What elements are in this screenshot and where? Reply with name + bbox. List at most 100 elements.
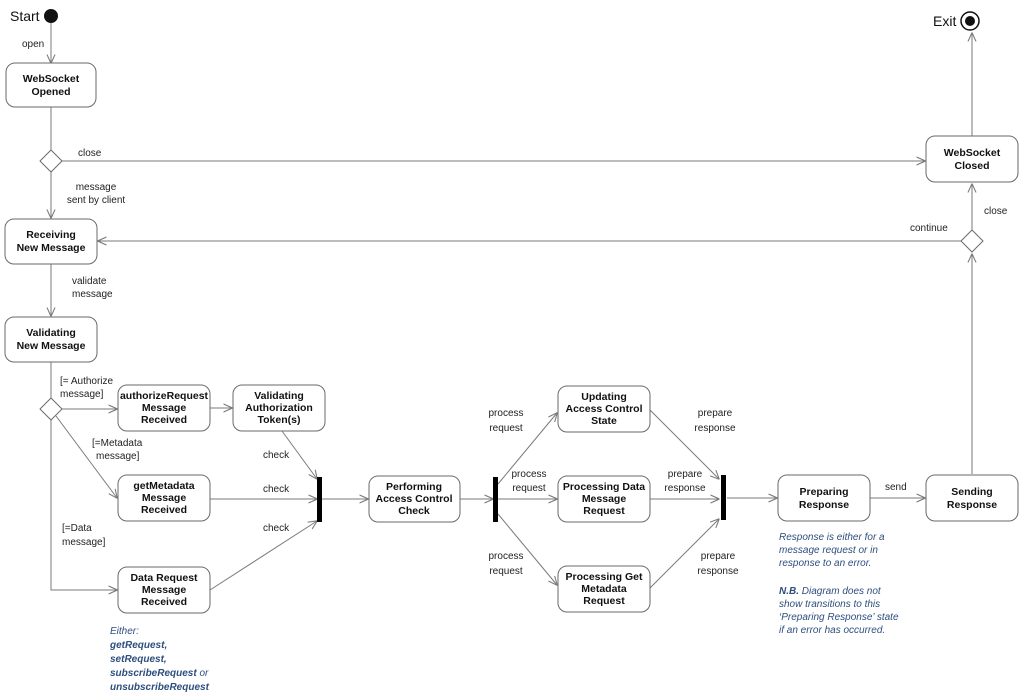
svg-text:Access Control: Access Control (565, 403, 642, 415)
svg-text:Response: Response (947, 499, 997, 511)
svg-text:unsubscribeRequest: unsubscribeRequest (110, 682, 210, 693)
svg-text:Token(s): Token(s) (258, 414, 301, 426)
state-processing-data-message-request: Processing Data Message Request (557, 475, 651, 523)
edge-process-1 (497, 413, 557, 485)
state-sending-response: Sending Response (925, 474, 1019, 522)
svg-text:N.B. Diagram does not: N.B. Diagram does not (779, 586, 882, 597)
label-prepare-3-line1: prepare (701, 551, 736, 562)
label-authorize-guard-line1: [= Authorize (60, 376, 114, 387)
decision-close-or-message (39, 149, 63, 173)
label-prepare-2-line1: prepare (668, 469, 703, 480)
start-node (44, 9, 58, 23)
svg-text:Receiving: Receiving (26, 229, 76, 241)
label-validate-line1: validate (72, 276, 107, 287)
svg-text:Received: Received (141, 596, 187, 608)
state-performing-access-control-check: Performing Access Control Check (368, 475, 461, 523)
svg-text:Response is either for a: Response is either for a (779, 532, 885, 543)
svg-text:Processing Get: Processing Get (565, 571, 643, 583)
label-process-3-line1: process (488, 551, 523, 562)
svg-text:getMetadata: getMetadata (133, 480, 194, 492)
label-data-guard-line1: [=Data (62, 523, 92, 534)
svg-text:New Message: New Message (17, 340, 86, 352)
edge-metadata (55, 415, 117, 498)
state-validating-new-message: Validating New Message (4, 316, 98, 363)
svg-text:Request: Request (583, 505, 625, 517)
label-message-line2: sent by client (67, 195, 126, 206)
svg-text:if an error has occurred.: if an error has occurred. (779, 625, 885, 636)
label-send: send (885, 482, 907, 493)
svg-text:State: State (591, 415, 617, 427)
fork-bar-process (493, 477, 498, 522)
label-data-guard-line2: message] (62, 537, 106, 548)
note-preparing-response: Response is either for a message request… (779, 532, 899, 636)
svg-text:show transitions to this: show transitions to this (779, 599, 880, 610)
note-data-request-types: Either: getRequest, setRequest, subscrib… (109, 626, 210, 693)
label-check-3: check (263, 523, 290, 534)
label-validate-line2: message (72, 289, 113, 300)
svg-text:authorizeRequest: authorizeRequest (120, 390, 209, 402)
state-websocket-opened: WebSocket Opened (5, 62, 97, 108)
svg-text:setRequest,: setRequest, (110, 654, 167, 665)
label-process-1-line2: request (489, 423, 523, 434)
svg-text:Request: Request (583, 595, 625, 607)
edge-process-3 (497, 513, 557, 585)
svg-text:Response: Response (799, 499, 849, 511)
svg-text:Metadata: Metadata (581, 583, 627, 595)
label-metadata-guard-line1: [=Metadata (92, 438, 143, 449)
svg-text:WebSocket: WebSocket (23, 73, 80, 85)
svg-text:Authorization: Authorization (245, 402, 313, 414)
svg-text:message request or in: message request or in (779, 545, 878, 556)
svg-text:Check: Check (398, 505, 430, 517)
state-updating-access-control-state: Updating Access Control State (557, 385, 651, 433)
svg-text:Processing Data: Processing Data (563, 481, 645, 493)
svg-text:Opened: Opened (31, 86, 70, 98)
decision-message-type (39, 397, 63, 421)
svg-text:WebSocket: WebSocket (944, 147, 1001, 159)
svg-text:Validating: Validating (254, 390, 304, 402)
svg-text:Updating: Updating (581, 391, 627, 403)
edge-data (50, 420, 117, 590)
state-preparing-response: Preparing Response (777, 474, 871, 522)
join-bar-prepare (721, 475, 726, 520)
edge-prepare-1 (649, 409, 719, 479)
svg-text:Access Control: Access Control (375, 493, 452, 505)
label-authorize-guard-line2: message] (60, 389, 104, 400)
label-continue: continue (910, 223, 948, 234)
state-validating-authorization-tokens: Validating Authorization Token(s) (232, 384, 326, 432)
svg-text:Message: Message (582, 493, 627, 505)
svg-text:Closed: Closed (954, 160, 989, 172)
edge-check-1 (281, 430, 317, 479)
edge-prepare-3 (649, 519, 719, 589)
state-data-request-received: Data Request Message Received (117, 566, 211, 614)
edge-check-3 (209, 521, 317, 591)
svg-text:Data Request: Data Request (130, 572, 198, 584)
state-receiving-new-message: Receiving New Message (4, 218, 98, 265)
label-message-line1: message (76, 182, 117, 193)
label-check-2: check (263, 484, 290, 495)
label-process-2-line2: request (512, 483, 546, 494)
label-process-1-line1: process (488, 408, 523, 419)
label-process-3-line2: request (489, 566, 523, 577)
decision-continue-or-close (960, 229, 984, 253)
svg-text:Message: Message (142, 492, 187, 504)
start-label: Start (10, 8, 40, 24)
svg-text:Either:: Either: (110, 626, 139, 637)
svg-text:Performing: Performing (386, 481, 442, 493)
state-processing-get-metadata-request: Processing Get Metadata Request (557, 565, 651, 613)
svg-text:getRequest,: getRequest, (109, 640, 167, 651)
svg-text:Received: Received (141, 414, 187, 426)
label-prepare-1-line1: prepare (698, 408, 733, 419)
label-check-1: check (263, 450, 290, 461)
svg-text:Preparing: Preparing (799, 486, 848, 498)
state-websocket-closed: WebSocket Closed (925, 135, 1019, 183)
label-metadata-guard-line2: message] (96, 451, 140, 462)
label-close-top: close (78, 148, 102, 159)
label-prepare-1-line2: response (694, 423, 736, 434)
label-process-2-line1: process (511, 469, 546, 480)
state-getmetadata-received: getMetadata Message Received (117, 474, 211, 522)
label-open: open (22, 39, 44, 50)
svg-text:response to an error.: response to an error. (779, 558, 871, 569)
svg-text:Message: Message (142, 402, 187, 414)
state-authorize-request-received: authorizeRequest Message Received (117, 384, 211, 432)
